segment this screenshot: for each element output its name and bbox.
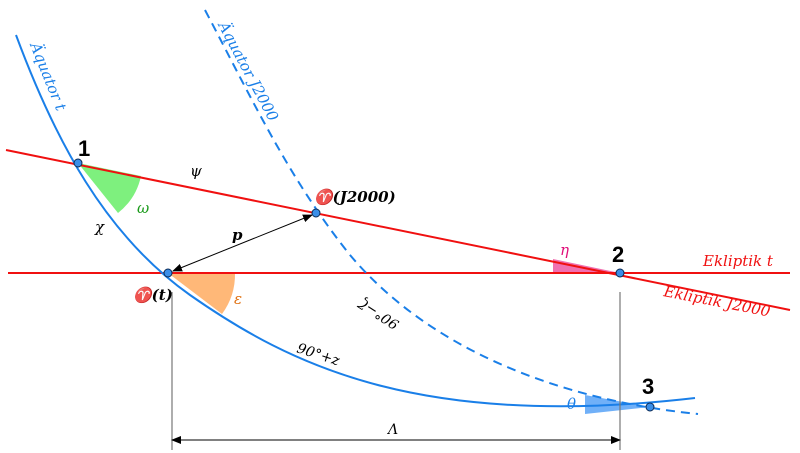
ecliptic-t-label: Ekliptik t	[702, 252, 774, 270]
psi-label: ψ	[190, 162, 202, 180]
point-2	[615, 268, 625, 278]
equator-j2000-label: Äquator J2000	[214, 17, 283, 125]
vernal-t-label: ♈(t)	[133, 286, 173, 304]
point-vernal-t	[163, 268, 173, 278]
point-3	[645, 402, 655, 412]
omega-angle	[78, 163, 141, 213]
epsilon-label: ε	[234, 290, 242, 308]
point-2-label: 2	[612, 242, 624, 267]
ecliptic-j2000-label: Ekliptik J2000	[661, 282, 772, 321]
omega-label: ω	[137, 199, 149, 217]
point-1-label: 1	[78, 136, 90, 161]
point-3-label: 3	[642, 374, 654, 399]
ecliptic-j2000-line	[5, 149, 791, 311]
theta-label: θ	[567, 395, 576, 413]
equator-j2000-curve	[204, 9, 699, 415]
vernal-j2000-label: ♈(J2000)	[314, 188, 396, 206]
p-label: p	[232, 226, 243, 244]
lambda-label: Λ	[386, 422, 398, 438]
eta-angle	[553, 259, 620, 273]
epsilon-angle	[168, 273, 236, 314]
chi-label: χ	[94, 218, 105, 236]
equator-t-curve	[15, 34, 696, 408]
p-arrow	[172, 214, 313, 272]
eta-label: η	[560, 241, 569, 259]
point-1	[73, 158, 83, 168]
point-vernal-j2000	[311, 208, 321, 218]
